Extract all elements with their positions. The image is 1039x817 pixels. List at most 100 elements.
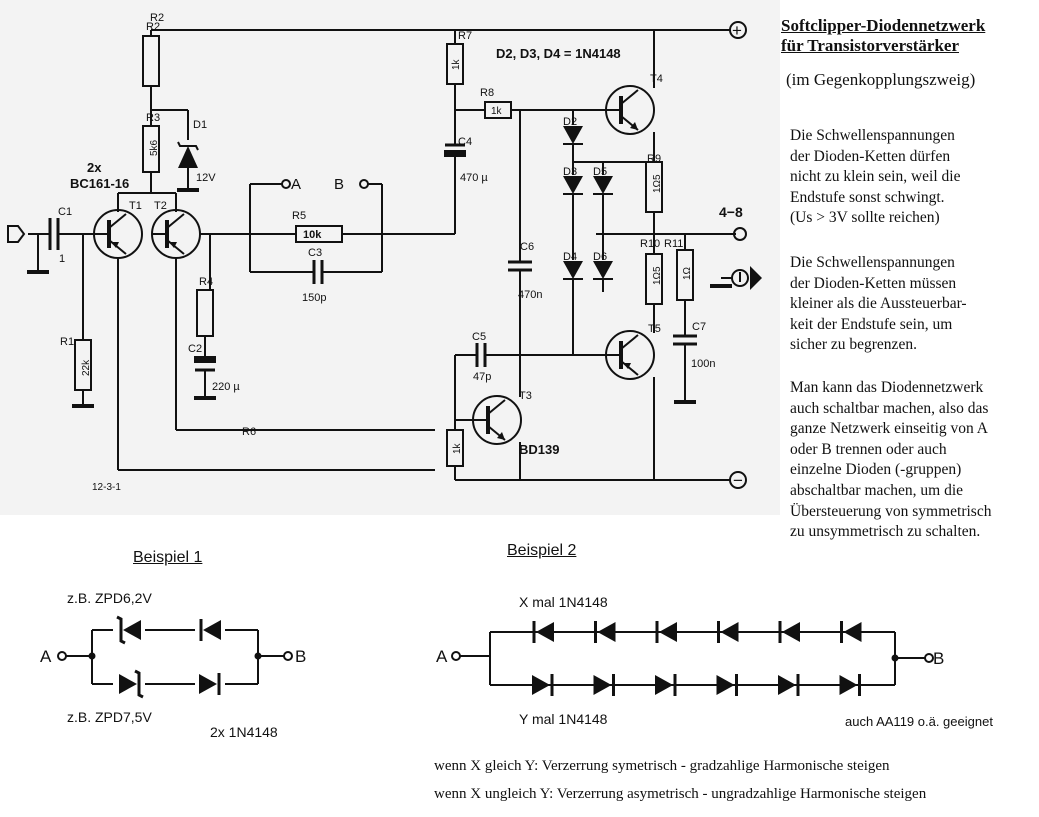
label-r11: R11 [664,238,683,250]
example1-title: Beispiel 1 [133,549,203,566]
input-arrow [7,225,26,243]
label-t3-type: BD139 [519,442,559,457]
label-d1: D1 [193,119,207,131]
diode-d2 [562,125,584,145]
note-3: Man kann das Diodennetzwerk auch schaltb… [790,378,1035,543]
bottom-note-line-2: wenn X ungleich Y: Verzerrung asymetrisc… [434,786,927,802]
note-line: keit der Endstufe sein, um [790,315,953,333]
label-c7: C7 [692,321,706,333]
label-r3-value: 5k6 [149,139,160,156]
transistor-t3 [471,394,523,446]
zener-d1 [178,146,198,168]
ex2-diode [778,619,802,645]
ex1-diode-top [199,617,223,643]
label-r7: R7 [458,30,472,42]
transistor-t1 [92,208,144,260]
label-plus: + [732,21,742,40]
label-output: 4−8 [719,204,743,220]
label-c7-value: 100n [691,358,715,370]
resistor-r4 [196,289,214,337]
label-d3: D3 [563,166,577,178]
ex2-diode [838,672,861,698]
label-r7-value: 1k [451,58,462,70]
label-t4: T4 [650,73,663,85]
label-t5: T5 [648,323,661,335]
label-d1-value: 12V [196,172,216,184]
diode-d4 [562,260,584,280]
node-b-terminal [359,179,369,189]
label-diode-type: D2, D3, D4 = 1N4148 [496,46,621,61]
note-line: sicher zu begrenzen. [790,336,917,354]
label-r2: R2 [150,12,164,24]
ex1-label-b: B [295,647,306,666]
label-minus: − [733,471,743,490]
ex2-diode [717,619,740,645]
note-line: (Us > 3V sollte reichen) [790,209,940,227]
ex1-node-a [57,651,67,661]
label-r3: R3 [146,112,160,124]
resistor-r2 [142,35,160,87]
label-r5-value: 10k [303,229,322,241]
label-c4: C4 [458,136,472,148]
ex2-node-b [924,653,934,663]
transistor-t5 [604,329,656,381]
label-r9: R9 [647,153,661,165]
ex2-diode [594,619,617,645]
ex1-diode-label: 2x 1N4148 [210,724,278,740]
label-c3: C3 [308,247,322,259]
label-node-a: A [291,176,301,193]
ex2-diode [532,619,556,645]
ex2-diode [840,619,863,645]
capacitor-c2 [194,356,216,363]
ex2-alt-label: auch AA119 o.ä. geeignet [845,714,993,729]
transistor-t2 [150,208,202,260]
note-line: der Dioden-Ketten müssen [790,274,957,292]
note-line: ganze Netzwerk einseitig von A [790,420,988,438]
note-line: nicht zu klein sein, weil die [790,168,961,186]
title-line-1: Softclipper-Diodennetzwerk [781,16,986,35]
label-figure-number: 12-3-1 [92,482,121,493]
label-t1: T1 [129,200,142,212]
ex1-zener-bottom [117,669,145,699]
plus-terminal [729,21,747,39]
label-d6: D6 [593,251,607,263]
label-c5: C5 [472,331,486,343]
label-r6: R6 [242,426,256,438]
label-r10: R10 [640,238,660,250]
label-r1-value: 22k [81,359,92,376]
example2-title: Beispiel 2 [507,542,577,559]
label-r9-value: 1Ω5 [652,174,663,193]
ex1-label-a: A [40,647,52,666]
ex1-node-b [283,651,293,661]
diode-d5 [592,175,614,195]
ex2-diode [530,672,554,698]
label-d5: D5 [593,166,607,178]
bottom-note-line-1: wenn X gleich Y: Verzerrung symetrisch -… [434,758,890,774]
minus-terminal [729,471,747,489]
note-line: Die Schwellenspannungen [790,254,955,271]
node-a-terminal [281,179,291,189]
label-c1-value: 1 [59,253,65,265]
ex2-diode [653,672,677,698]
ex2-node-a [451,651,461,661]
note-line: zu unsymmetrisch zu schalten. [790,523,981,541]
note-line: auch schaltbar machen, also das [790,399,989,417]
page-title: Softclipper-Diodennetzwerk für Transisto… [781,16,985,56]
note-line: der Dioden-Ketten dürfen [790,147,951,165]
label-t3: T3 [519,390,532,402]
note-line: abschaltbar machen, um die [790,481,964,499]
label-t2: T2 [154,200,167,212]
label-c6: C6 [520,241,534,253]
label-node-b: B [334,176,344,193]
note-line: oder B trennen oder auch [790,440,947,458]
output-terminal [733,227,747,241]
note-line: einzelne Dioden (-gruppen) [790,461,962,479]
label-r-t3-value: 1k [452,442,463,454]
note-1: Die Schwellenspannungen der Dioden-Kette… [790,126,1035,229]
label-d4: D4 [563,251,577,263]
label-c1: C1 [58,206,72,218]
label-r4: R4 [199,276,213,288]
note-line: Man kann das Diodennetzwerk [790,379,984,396]
diode-d6 [592,260,614,280]
label-c2-value: 220 µ [212,381,240,393]
